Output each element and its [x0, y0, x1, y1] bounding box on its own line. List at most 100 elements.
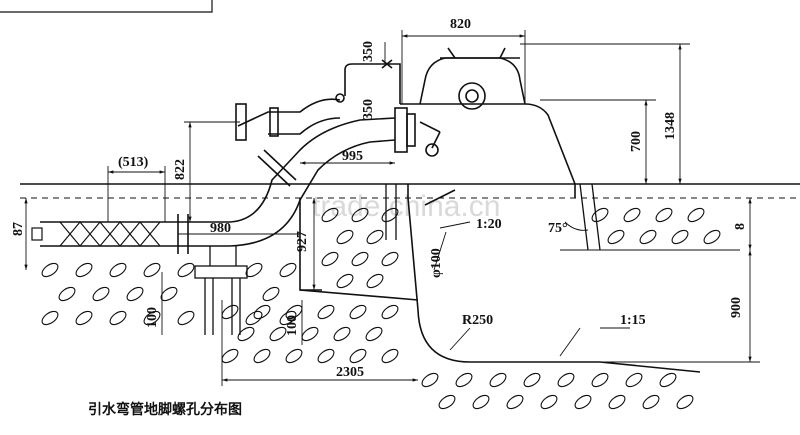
soil-stone	[109, 310, 127, 326]
soil-stone	[607, 229, 625, 245]
soil-stone	[317, 348, 335, 364]
dim-pump-base: 700	[629, 131, 644, 152]
soil-stone	[381, 207, 399, 223]
soil-stone	[143, 262, 161, 278]
soil-stone	[366, 229, 384, 245]
soil-stone	[591, 207, 609, 223]
dimension-lines	[24, 30, 760, 386]
soil-stone	[506, 394, 524, 410]
dim-elbow-run: 995	[342, 149, 363, 164]
soil-stone	[351, 207, 369, 223]
dim-pipe-rise: 822	[173, 159, 188, 180]
soil-stone	[92, 286, 110, 302]
soil-stone	[317, 304, 335, 320]
soil-stone	[591, 372, 609, 388]
soil-stone	[655, 207, 673, 223]
dim-angle: 75°	[548, 221, 568, 236]
dim-bottom-length: 2305	[336, 365, 364, 380]
elbow-pipe	[40, 59, 441, 254]
soil-stone	[279, 310, 297, 326]
soil-stone	[574, 394, 592, 410]
soil-stone	[321, 251, 339, 267]
soil-stone	[639, 229, 657, 245]
dim-pipe-length: 980	[210, 221, 231, 236]
soil-stone	[351, 251, 369, 267]
dim-hole-diameter: φ100	[429, 248, 444, 278]
soil-stone	[177, 262, 195, 278]
soil-stone	[143, 310, 161, 326]
ground-line	[20, 183, 800, 199]
soil-stone	[703, 229, 721, 245]
dim-left-span: (513)	[118, 155, 149, 170]
soil-stone	[687, 207, 705, 223]
dim-total-height: 1348	[663, 112, 678, 140]
dimension-labels: 820 350 350 1348 700 (513) 822 995 980 9…	[11, 17, 748, 380]
soil-stone	[321, 207, 339, 223]
drawing-caption: 引水弯管地脚螺孔分布图	[88, 401, 242, 418]
soil-stone	[557, 372, 575, 388]
dim-top-width: 820	[450, 17, 471, 32]
soil-stone	[623, 207, 641, 223]
soil-stone	[253, 348, 271, 364]
soil-stone	[285, 304, 303, 320]
soil-stone	[58, 286, 76, 302]
soil-stone	[177, 310, 195, 326]
soil-stone	[301, 326, 319, 342]
soil-stone	[625, 372, 643, 388]
soil-stone	[381, 348, 399, 364]
soil-stone	[245, 310, 263, 326]
dim-pit-depth: 900	[729, 297, 744, 318]
anchor-bolts-right	[385, 183, 601, 251]
pump-housing	[400, 47, 576, 198]
soil-stone	[523, 372, 541, 388]
dim-pit-radius: R250	[462, 313, 493, 328]
anchor-bolts-left	[194, 246, 248, 335]
soil-stone	[336, 273, 354, 289]
dim-valve-height: 350	[361, 41, 376, 62]
soil-stone	[365, 326, 383, 342]
soil-stone	[336, 229, 354, 245]
soil-stone	[253, 304, 271, 320]
soil-stone	[489, 372, 507, 388]
soil-stone	[221, 304, 239, 320]
soil-stone	[279, 262, 297, 278]
dim-bolt-gap-left: 100	[145, 307, 160, 328]
soil-stone	[221, 348, 239, 364]
soil-stone	[642, 394, 660, 410]
soil-stone	[109, 262, 127, 278]
soil-stone	[455, 372, 473, 388]
soil-stone	[333, 326, 351, 342]
soil-stone	[671, 229, 689, 245]
soil-stone	[41, 262, 59, 278]
soil-stone	[472, 394, 490, 410]
intake-section	[31, 221, 161, 247]
soil-stone	[349, 304, 367, 320]
soil-stone	[285, 348, 303, 364]
dim-slope-bottom: 1:15	[620, 313, 646, 328]
dim-bolt-gap-right: 100	[285, 315, 300, 336]
soil-stone	[381, 251, 399, 267]
soil-stone	[349, 348, 367, 364]
dim-left-edge: 87	[11, 222, 26, 236]
soil-stone	[269, 326, 287, 342]
soil-stone	[608, 394, 626, 410]
dim-right-edge: 8	[733, 223, 748, 230]
soil-stone	[438, 394, 456, 410]
pit-outline	[299, 184, 740, 373]
soil-stone	[75, 262, 93, 278]
soil-stone	[540, 394, 558, 410]
dim-elbow-height: 350	[361, 99, 376, 120]
title-block-frame	[0, 0, 213, 13]
soil-stone	[421, 372, 439, 388]
soil-stone	[381, 304, 399, 320]
soil-hatch	[41, 207, 721, 410]
dim-slope-top: 1:20	[476, 217, 502, 232]
soil-stone	[126, 286, 144, 302]
soil-stone	[659, 372, 677, 388]
soil-stone	[75, 310, 93, 326]
watermark: trade.china.cn	[312, 190, 500, 223]
soil-stone	[41, 310, 59, 326]
soil-stone	[366, 273, 384, 289]
soil-stone	[262, 286, 280, 302]
